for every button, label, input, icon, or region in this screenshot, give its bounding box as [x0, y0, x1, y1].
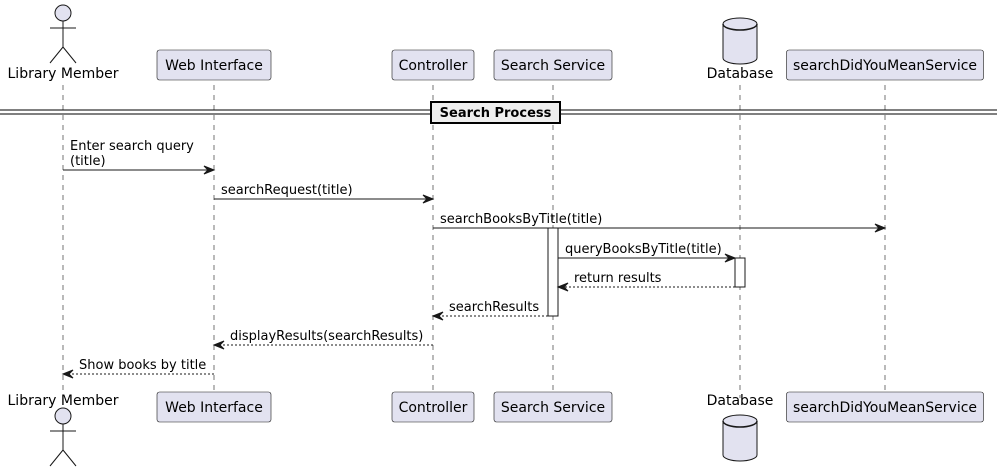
arrowhead-icon [556, 282, 569, 292]
participant-database-top: Database [707, 17, 774, 82]
participant-label: Search Service [501, 400, 605, 416]
actor-head-icon [54, 407, 72, 425]
message-label: searchResults [449, 300, 539, 315]
participant-searchdidyoumeanservice-top: searchDidYouMeanService [786, 49, 984, 81]
message-6: searchResults [431, 300, 548, 321]
message-label: Enter search query [70, 139, 194, 154]
database-rim-icon [722, 23, 758, 31]
message-label: queryBooksByTitle(title) [565, 242, 722, 257]
participant-controller-top: Controller [391, 49, 475, 81]
section-divider: Search Process [0, 101, 997, 124]
participant-label: Database [707, 66, 774, 82]
participant-heads-bottom: Library Member Web Interface Controller Sea… [8, 391, 984, 467]
message-1: Enter search query(title) [63, 139, 216, 175]
database-rim-icon [722, 420, 758, 428]
arrowhead-icon [203, 165, 216, 175]
arrowhead-icon [431, 311, 444, 321]
arrowhead-icon [212, 340, 225, 350]
participant-label: Controller [399, 400, 468, 416]
message-5: return results [556, 271, 735, 292]
message-label: Show books by title [79, 358, 206, 373]
participant-search-service-top: Search Service [493, 49, 613, 81]
divider-title: Search Process [440, 106, 552, 121]
participant-box [156, 391, 272, 423]
participant-database-bottom: Database [707, 393, 774, 462]
message-4: queryBooksByTitle(title) [558, 242, 737, 263]
message-label: searchBooksByTitle(title) [440, 212, 602, 227]
divider-box [430, 101, 561, 124]
participant-label: searchDidYouMeanService [793, 58, 977, 74]
participant-label: Library Member [8, 66, 119, 82]
participant-label: Search Service [501, 58, 605, 74]
arrowhead-icon [724, 253, 737, 263]
message-label: searchRequest(title) [221, 183, 353, 198]
participant-search-service-bottom: Search Service [493, 391, 613, 423]
message-8: Show books by title [61, 358, 214, 379]
database-cylinder-icon [722, 414, 758, 462]
participant-web-interface-top: Web Interface [156, 49, 272, 81]
actor-body-icon [49, 21, 77, 64]
participant-library-member-bottom: Library Member [8, 393, 119, 467]
messages: Enter search query(title) searchRequest(t… [61, 139, 887, 379]
participant-label: searchDidYouMeanService [793, 400, 977, 416]
participant-library-member-top: Library Member [8, 4, 119, 82]
participant-box [786, 49, 984, 81]
message-7: displayResults(searchResults) [212, 329, 433, 350]
actor-body-icon [49, 424, 77, 467]
arrowhead-icon [874, 223, 887, 233]
participant-label: Web Interface [165, 58, 263, 74]
arrowhead-icon [422, 194, 435, 204]
participant-box [493, 49, 613, 81]
activation-bar-search-service [547, 227, 559, 317]
arrowhead-icon [61, 369, 74, 379]
actor-head-icon [54, 4, 72, 22]
activation-bar-database [734, 257, 746, 288]
participant-box [493, 391, 613, 423]
participant-label: Web Interface [165, 400, 263, 416]
participant-web-interface-bottom: Web Interface [156, 391, 272, 423]
lifelines [62, 85, 886, 398]
message-label: return results [574, 271, 662, 286]
participant-box [156, 49, 272, 81]
message-3: searchBooksByTitle(title) [433, 212, 887, 233]
participant-box [391, 391, 475, 423]
participant-label: Library Member [8, 393, 119, 409]
participant-box [786, 391, 984, 423]
participant-box [391, 49, 475, 81]
message-label: (title) [70, 154, 106, 169]
participant-label: Database [707, 393, 774, 409]
participant-label: Controller [399, 58, 468, 74]
message-label: displayResults(searchResults) [230, 329, 423, 344]
message-2: searchRequest(title) [214, 183, 435, 204]
participant-searchdidyoumeanservice-bottom: searchDidYouMeanService [786, 391, 984, 423]
participant-controller-bottom: Controller [391, 391, 475, 423]
database-cylinder-icon [722, 17, 758, 65]
participant-heads-top: Library Member Web Interface Controller Sea… [8, 4, 984, 82]
